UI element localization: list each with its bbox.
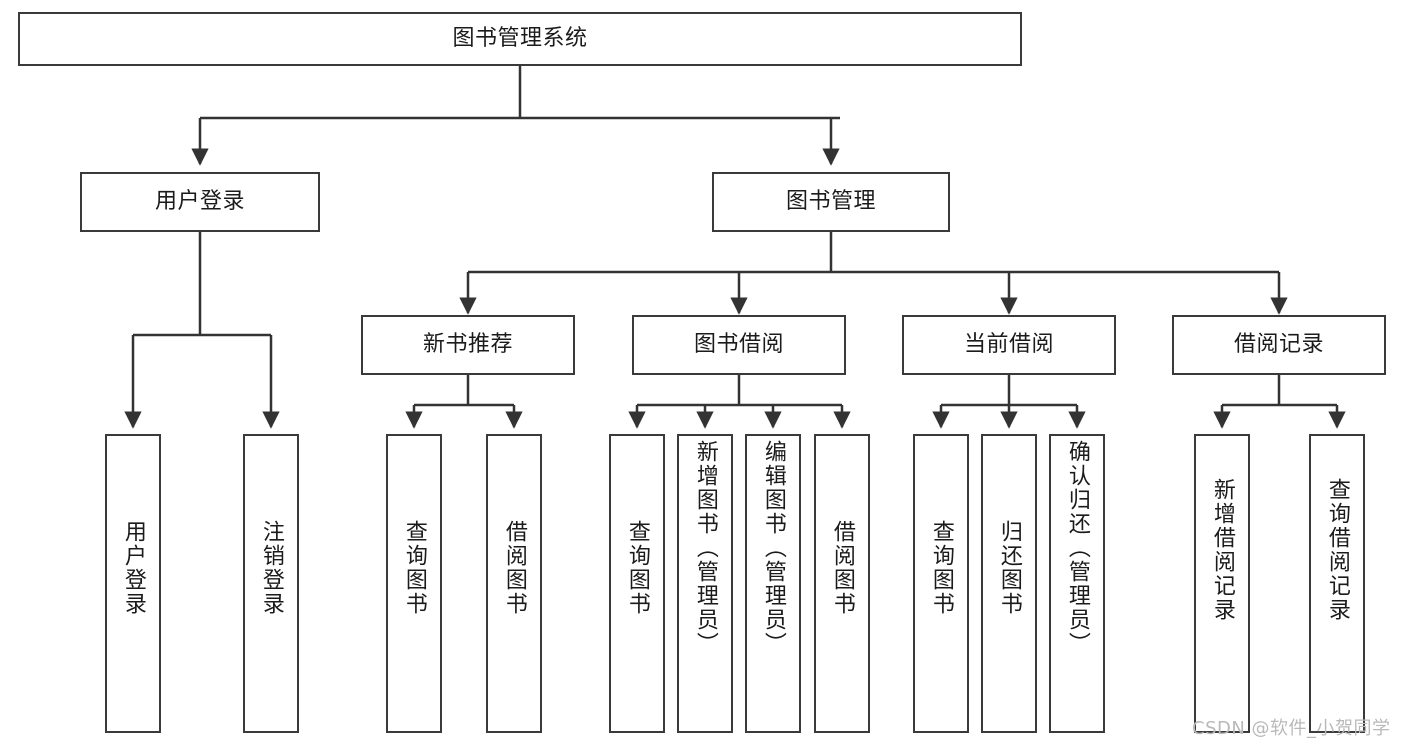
- node-user-login[interactable]: 用户登录: [80, 172, 320, 232]
- node-leaf-query-book-3[interactable]: 查询图书: [913, 434, 969, 733]
- node-leaf-query-book-3-label: 查询图书: [928, 520, 954, 616]
- node-leaf-query-record[interactable]: 查询借阅记录: [1309, 434, 1365, 733]
- node-leaf-confirm-return-label: 确认归还（管理员）: [1064, 440, 1090, 656]
- node-book-borrow[interactable]: 图书借阅: [632, 315, 846, 375]
- node-leaf-user-login-label: 用户登录: [120, 520, 146, 616]
- node-current-borrow-label: 当前借阅: [963, 332, 1054, 358]
- node-book-manage[interactable]: 图书管理: [712, 172, 950, 232]
- node-leaf-add-record[interactable]: 新增借阅记录: [1194, 434, 1250, 733]
- node-leaf-add-book-label: 新增图书（管理员）: [692, 440, 718, 656]
- node-leaf-borrow-book-1-label: 借阅图书: [501, 520, 527, 616]
- node-leaf-return-book[interactable]: 归还图书: [981, 434, 1037, 733]
- node-leaf-add-record-label: 新增借阅记录: [1209, 478, 1235, 622]
- node-leaf-query-book-1-label: 查询图书: [401, 520, 427, 616]
- node-user-login-label: 用户登录: [154, 189, 245, 215]
- node-new-book-recommend-label: 新书推荐: [422, 332, 513, 358]
- node-borrow-record[interactable]: 借阅记录: [1172, 315, 1386, 375]
- node-leaf-return-book-label: 归还图书: [996, 520, 1022, 616]
- node-current-borrow[interactable]: 当前借阅: [902, 315, 1116, 375]
- node-leaf-edit-book[interactable]: 编辑图书（管理员）: [745, 434, 801, 733]
- node-leaf-borrow-book-2[interactable]: 借阅图书: [814, 434, 870, 733]
- node-new-book-recommend[interactable]: 新书推荐: [361, 315, 575, 375]
- node-leaf-query-record-label: 查询借阅记录: [1324, 478, 1350, 622]
- node-leaf-query-book-1[interactable]: 查询图书: [386, 434, 442, 733]
- node-leaf-edit-book-label: 编辑图书（管理员）: [760, 440, 786, 656]
- node-root-label: 图书管理系统: [452, 26, 588, 52]
- node-root[interactable]: 图书管理系统: [18, 12, 1022, 66]
- node-borrow-record-label: 借阅记录: [1233, 332, 1324, 358]
- node-leaf-logout-label: 注销登录: [258, 520, 284, 616]
- node-leaf-user-login[interactable]: 用户登录: [105, 434, 161, 733]
- node-book-manage-label: 图书管理: [785, 189, 876, 215]
- node-leaf-confirm-return[interactable]: 确认归还（管理员）: [1049, 434, 1105, 733]
- node-leaf-query-book-2-label: 查询图书: [624, 520, 650, 616]
- node-leaf-borrow-book-2-label: 借阅图书: [829, 520, 855, 616]
- node-leaf-logout[interactable]: 注销登录: [243, 434, 299, 733]
- node-leaf-query-book-2[interactable]: 查询图书: [609, 434, 665, 733]
- csdn-watermark: CSDN @软件_小贺同学: [1192, 718, 1391, 739]
- node-leaf-borrow-book-1[interactable]: 借阅图书: [486, 434, 542, 733]
- node-book-borrow-label: 图书借阅: [693, 332, 784, 358]
- node-leaf-add-book[interactable]: 新增图书（管理员）: [677, 434, 733, 733]
